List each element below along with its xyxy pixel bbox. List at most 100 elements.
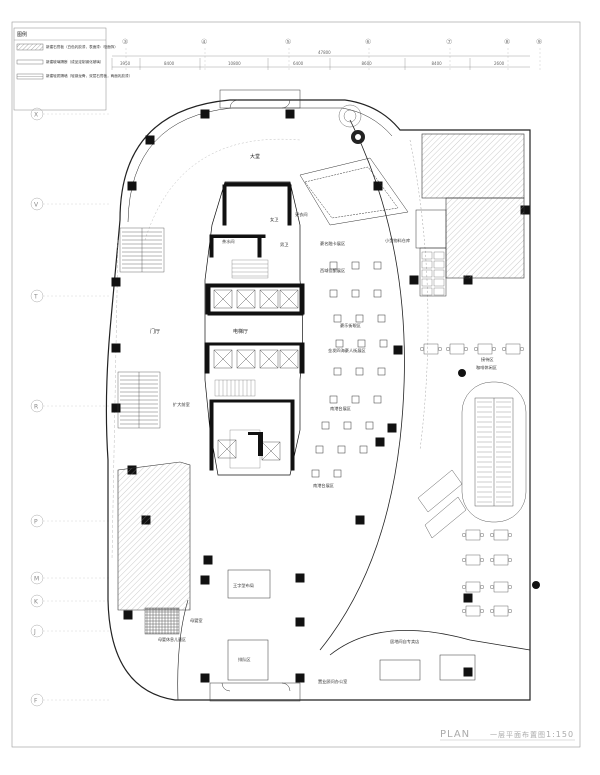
room-small-storage: 小型物料仓库	[385, 237, 410, 244]
column-20	[123, 610, 133, 620]
column-8	[409, 275, 419, 285]
axis-top-3: ⑤	[285, 38, 291, 46]
cafe-table-3	[477, 343, 493, 355]
room-vip-card: 豪名融卡展区	[320, 240, 345, 247]
display-table-1	[329, 261, 338, 270]
display-table-8	[355, 314, 364, 323]
dim-seg-3: 10800	[228, 61, 241, 66]
legend-swatch-gypsum	[16, 43, 44, 51]
room-changing: 更衣间	[295, 211, 308, 218]
axis-top-2: ④	[201, 38, 207, 46]
column-5	[373, 181, 383, 191]
column-1	[200, 109, 210, 119]
axis-top-1: ③	[122, 38, 128, 46]
legend-item-3: 新建轻质隔墙（轻钢龙骨，双层石膏板，两面乳胶漆）	[46, 73, 132, 78]
axis-left-R: R	[34, 404, 38, 411]
display-table-3	[373, 261, 382, 270]
elevator-car-7	[259, 349, 279, 369]
room-jinsha: 金发四海豪人街展区	[328, 347, 366, 354]
column-22	[463, 593, 473, 603]
column-2	[285, 109, 295, 119]
room-lobby: 大堂	[250, 153, 260, 160]
axis-left-T: T	[33, 294, 38, 301]
dim-seg-2: 8400	[164, 61, 175, 66]
display-table-15	[377, 367, 386, 376]
room-display: 王字型布局	[233, 582, 254, 589]
column-11	[393, 345, 403, 355]
grid-floor	[144, 607, 180, 635]
display-table-14	[355, 367, 364, 376]
title-block: PLAN 一层平面布置图 1:150	[440, 729, 575, 741]
axis-top-7: ⑨	[536, 38, 542, 46]
dim-seg-6: 8400	[432, 61, 443, 66]
building-outline	[105, 99, 531, 701]
cafe-table-6	[493, 529, 509, 541]
display-table-25	[311, 469, 320, 478]
column-9	[111, 343, 121, 353]
cafe-table-5	[465, 529, 481, 541]
column-6	[520, 205, 530, 215]
room-nanhai: 南港台展区	[330, 405, 351, 412]
legend-item-1: 新建石膏板（白色乳胶漆，表面漆：哑面饰）	[46, 44, 118, 49]
dim-seg-1: 3950	[120, 61, 131, 66]
elevator-car-2	[236, 289, 256, 309]
cafe-table-1	[423, 343, 439, 355]
room-reception: 接待区	[481, 356, 494, 363]
room-labels: 大堂 更衣间 女卫 男卫 茶水间 门厅 电梯厅 小型物料仓库 豪名融卡展区 西域…	[150, 153, 497, 685]
round-column-2	[532, 581, 540, 589]
elevator-car-1	[213, 289, 233, 309]
room-waiting: 排队区	[238, 656, 251, 663]
axis-left-J: J	[33, 629, 36, 636]
column-4	[127, 181, 137, 191]
axis-left-P: P	[34, 519, 38, 526]
elevator-car-6	[236, 349, 256, 369]
display-table-21	[365, 421, 374, 430]
axis-top-6: ⑧	[504, 38, 510, 46]
room-tea: 茶水间	[222, 238, 235, 245]
column-23	[200, 673, 210, 683]
dim-total: 47800	[318, 50, 331, 55]
display-table-17	[351, 395, 360, 404]
room-foyer: 门厅	[150, 328, 160, 335]
axis-left-K: K	[34, 599, 39, 606]
entry-ramp	[299, 157, 409, 226]
room-hui: 豪乐街眼区	[340, 322, 361, 329]
display-table-7	[333, 314, 342, 323]
column-26	[203, 555, 213, 565]
column-17	[463, 275, 473, 285]
room-mother: 母婴室	[190, 617, 203, 624]
axis-left-X: X	[34, 112, 38, 119]
escalator	[417, 381, 527, 539]
legend-swatch-glass	[16, 59, 44, 65]
column-25	[463, 667, 473, 677]
legend-item-2: 新建玻璃隔断（成品定制钢化玻璃）	[46, 59, 104, 64]
column-21	[295, 617, 305, 627]
display-table-13	[333, 367, 342, 376]
cafe-table-4	[505, 343, 521, 355]
plant-icon	[338, 104, 365, 144]
display-table-9	[377, 314, 386, 323]
display-table-10	[335, 339, 344, 348]
cafe-table-11	[465, 605, 481, 617]
axis-top-5: ⑦	[446, 38, 452, 46]
elevator-car-3	[259, 289, 279, 309]
display-table-11	[357, 339, 366, 348]
cafe-table-7	[465, 554, 481, 566]
central-core	[204, 181, 305, 476]
title-en: PLAN	[440, 729, 470, 740]
structural-columns	[111, 109, 540, 683]
title-cn: 一层平面布置图	[490, 730, 546, 739]
top-axis: ③ ④ ⑤ ⑥ ⑦ ⑧ ⑨	[122, 38, 542, 70]
left-hatched-room	[117, 461, 191, 635]
display-table-23	[337, 445, 346, 454]
room-shop: 居地间自专卖店	[390, 638, 419, 645]
display-table-20	[343, 421, 352, 430]
display-table-18	[373, 395, 382, 404]
axis-top-4: ⑥	[365, 38, 371, 46]
display-table-4	[329, 289, 338, 298]
elevator-car-5	[213, 349, 233, 369]
display-table-24	[359, 445, 368, 454]
column-15	[375, 437, 385, 447]
